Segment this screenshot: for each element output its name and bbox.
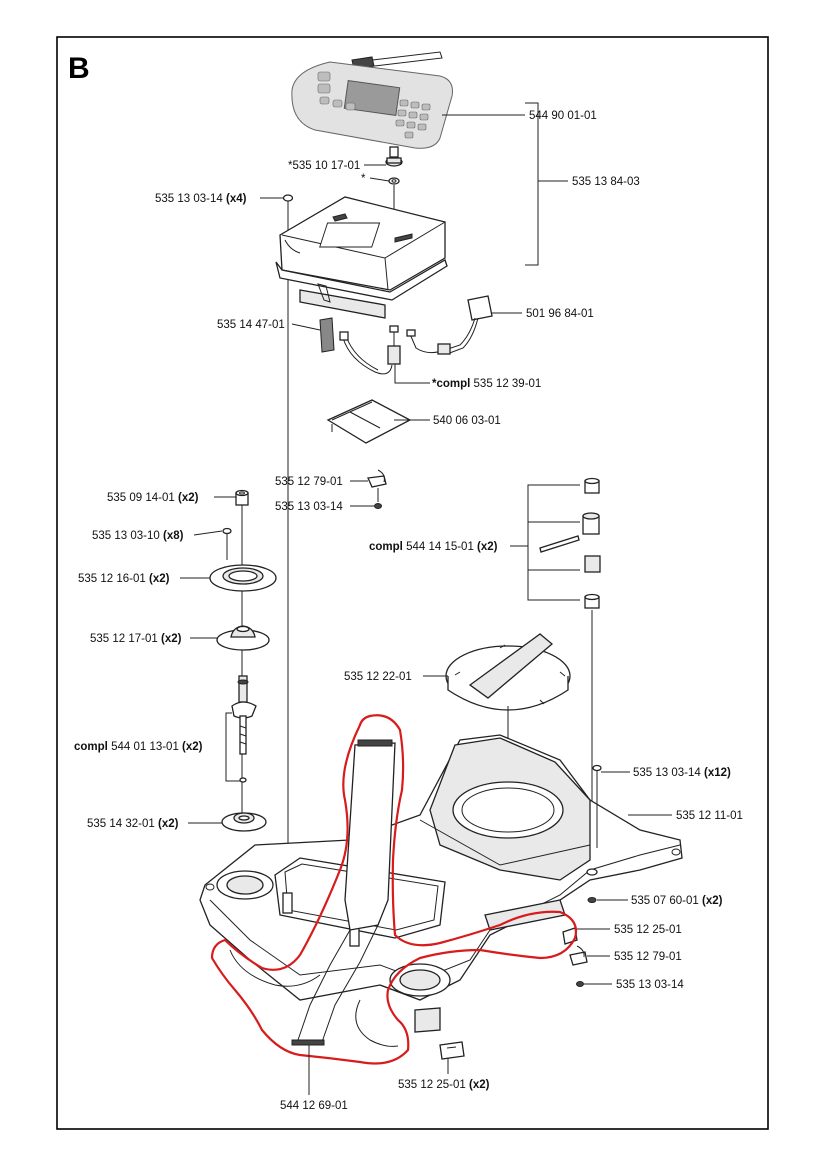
flange-top-part: [209, 564, 277, 592]
label-screw-mid: 535 13 03-14: [275, 501, 343, 513]
label-plate-b: 535 12 25-01 (x2): [398, 1079, 490, 1091]
clip-part: [319, 317, 335, 353]
switch-part: [339, 325, 401, 375]
hatch-part: [445, 633, 571, 711]
label-flange-bottom: 535 14 32-01 (x2): [87, 818, 179, 830]
spacer-part: [235, 489, 249, 506]
shaft-part: [231, 675, 257, 783]
red-highlight-annotations: [210, 714, 578, 1065]
label-screw-small: 535 13 03-10 (x8): [92, 530, 184, 542]
label-hatch: 535 12 22-01: [344, 671, 412, 683]
label-nut: 535 07 60-01 (x2): [631, 895, 723, 907]
label-hinge-compl: compl 544 14 15-01 (x2): [369, 541, 498, 553]
cable-bracket-part: [406, 295, 493, 355]
label-washer: *: [361, 173, 366, 185]
label-plate-a: 535 12 25-01: [614, 924, 682, 936]
diagram-frame: [56, 36, 769, 1130]
label-screw-body: 535 13 03-14 (x12): [633, 767, 731, 779]
label-screw-bottom: 535 13 03-14: [616, 979, 684, 991]
seal-part: [216, 625, 270, 651]
flange-bottom-part: [221, 812, 267, 832]
label-circuit-board: 540 06 03-01: [433, 415, 501, 427]
label-holder-a: 535 12 79-01: [275, 476, 343, 488]
label-switch-compl: *compl 535 12 39-01: [432, 378, 541, 390]
membrane-keypad-part: [291, 61, 453, 149]
screw-small-part: [222, 527, 232, 560]
chassis-part: [199, 734, 683, 1033]
label-display-assembly: 535 13 84-03: [572, 176, 640, 188]
leader-lines: [180, 114, 672, 1095]
label-spacer: 535 09 14-01 (x2): [107, 492, 199, 504]
label-clip: 535 14 47-01: [217, 319, 285, 331]
screw-top-part: [282, 194, 294, 860]
display-housing: [275, 196, 448, 319]
holder-a-part: [367, 469, 387, 509]
label-membrane-keypad: 544 90 01-01: [529, 110, 597, 122]
label-ribbon-cable: 544 12 69-01: [280, 1100, 348, 1112]
label-flange-top: 535 12 16-01 (x2): [78, 573, 170, 585]
label-cable-bracket: 501 96 84-01: [526, 308, 594, 320]
knob-part: [385, 146, 403, 185]
label-shaft-compl: compl 544 01 13-01 (x2): [74, 741, 203, 753]
label-chassis: 535 12 11-01: [676, 810, 743, 822]
label-seal: 535 12 17-01 (x2): [90, 633, 182, 645]
label-holder-b: 535 12 79-01: [614, 951, 682, 963]
section-letter: B: [68, 52, 90, 85]
label-screw-top: 535 13 03-14 (x4): [155, 193, 247, 205]
nut-part: [586, 868, 598, 903]
plate-b-part: [439, 1041, 465, 1060]
hinge-part: [539, 477, 601, 609]
label-knob: *535 10 17-01: [288, 160, 360, 172]
holder-b-part: [569, 945, 588, 987]
ribbon-cable-part: [229, 739, 399, 1047]
circuit-board-part: [326, 399, 412, 444]
